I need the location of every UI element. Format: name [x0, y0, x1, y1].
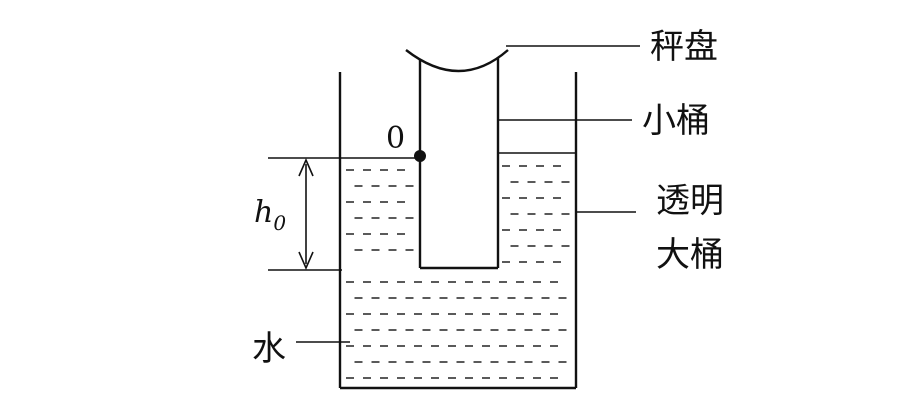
point-o-label: 0 — [386, 121, 405, 156]
big-bucket — [338, 72, 578, 390]
big-bucket-label-line2: 大桶 — [656, 235, 724, 275]
height-arrow-up-icon — [298, 158, 314, 177]
height-symbol: h — [254, 195, 273, 230]
height-label: h0 — [254, 195, 286, 235]
scale-pan — [405, 49, 509, 73]
height-indicator: h0 — [254, 157, 342, 271]
small-bucket-label: 小桶 — [642, 101, 710, 141]
height-arrow-down-icon — [298, 251, 314, 270]
big-bucket-label-line1: 透明 — [656, 181, 724, 221]
point-o-marker — [414, 150, 426, 162]
water-label: 水 — [252, 329, 286, 369]
small-bucket — [418, 58, 500, 270]
water-hatching — [346, 165, 570, 379]
height-subscript: 0 — [273, 211, 286, 235]
pan-label: 秤盘 — [650, 27, 718, 67]
